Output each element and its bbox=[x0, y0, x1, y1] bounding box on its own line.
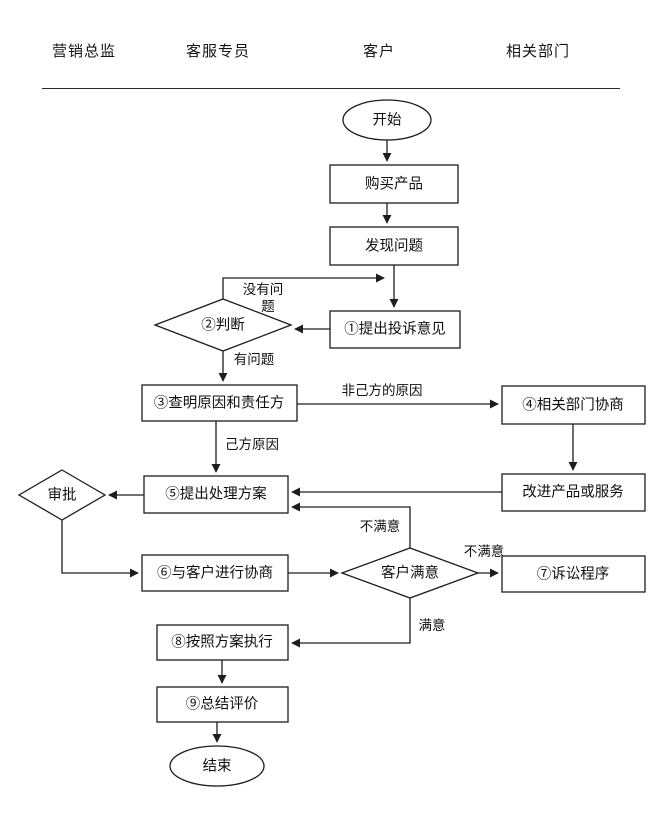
node-submit-complaint[interactable]: ①提出投诉意见 bbox=[329, 310, 461, 349]
node-submit-complaint-shape[interactable] bbox=[329, 310, 461, 349]
edge-label-our-fault: 己方原因 bbox=[225, 437, 279, 452]
node-propose-plan[interactable]: ⑤提出处理方案 bbox=[143, 475, 289, 514]
edge-label-satisfied: 满意 bbox=[419, 617, 446, 633]
node-execute-plan[interactable]: ⑧按照方案执行 bbox=[156, 624, 289, 661]
edge-label-has-problem: 有问题 bbox=[234, 352, 275, 367]
edge-unsatisfied-back-to-plan bbox=[291, 502, 411, 548]
node-approval-decision-label: 审批 bbox=[48, 486, 77, 503]
node-summary-evaluation-label: ⑨总结评价 bbox=[186, 695, 259, 712]
node-dept-negotiate[interactable]: ④相关部门协商 bbox=[501, 385, 646, 425]
node-submit-complaint-label: ①提出投诉意见 bbox=[344, 319, 446, 337]
node-buy-product-label: 购买产品 bbox=[365, 175, 423, 192]
node-end-label: 结束 bbox=[203, 757, 232, 774]
node-start-shape[interactable] bbox=[342, 99, 432, 141]
lane-label-service-specialist: 客服专员 bbox=[186, 44, 251, 60]
node-summary-evaluation-shape[interactable] bbox=[156, 686, 289, 723]
node-negotiate-customer-shape[interactable] bbox=[141, 554, 289, 592]
node-approval-decision[interactable]: 审批 bbox=[17, 469, 107, 521]
lane-label-customer: 客户 bbox=[363, 44, 396, 60]
node-customer-satisfaction-label: 客户满意 bbox=[381, 563, 439, 581]
node-buy-product[interactable]: 购买产品 bbox=[329, 164, 459, 204]
node-negotiate-customer[interactable]: ⑥与客户进行协商 bbox=[141, 554, 289, 592]
node-start-label: 开始 bbox=[373, 111, 402, 128]
lane-label-marketing-director: 营销总监 bbox=[52, 44, 117, 60]
edge-label-not-our-fault: 非己方的原因 bbox=[342, 383, 423, 398]
node-judge-decision-shape[interactable] bbox=[153, 298, 293, 352]
node-dept-negotiate-label: ④相关部门协商 bbox=[522, 396, 624, 413]
node-buy-product-shape[interactable] bbox=[329, 164, 459, 204]
node-investigate-cause-shape[interactable] bbox=[141, 384, 298, 422]
node-litigation-shape[interactable] bbox=[501, 555, 646, 593]
node-improve-product-shape[interactable] bbox=[501, 473, 646, 512]
node-judge-decision-label: ②判断 bbox=[201, 316, 245, 333]
node-investigate-cause-label: ③查明原因和责任方 bbox=[154, 394, 285, 411]
node-discover-issue[interactable]: 发现问题 bbox=[329, 226, 459, 266]
node-discover-issue-label: 发现问题 bbox=[365, 237, 423, 254]
node-investigate-cause[interactable]: ③查明原因和责任方 bbox=[141, 384, 298, 422]
edge-satisfied-to-execute bbox=[291, 598, 411, 648]
node-start[interactable]: 开始 bbox=[342, 99, 432, 141]
node-negotiate-customer-label: ⑥与客户进行协商 bbox=[157, 564, 273, 581]
edge-label-unsatisfied-up: 不满意 bbox=[360, 518, 401, 534]
node-improve-product-label: 改进产品或服务 bbox=[522, 483, 624, 500]
node-summary-evaluation[interactable]: ⑨总结评价 bbox=[156, 686, 289, 723]
node-execute-plan-shape[interactable] bbox=[156, 624, 289, 661]
node-dept-negotiate-shape[interactable] bbox=[501, 385, 646, 425]
node-end[interactable]: 结束 bbox=[169, 745, 265, 787]
node-customer-satisfaction-shape[interactable] bbox=[340, 547, 480, 599]
node-propose-plan-shape[interactable] bbox=[143, 475, 289, 514]
node-discover-issue-shape[interactable] bbox=[329, 226, 459, 266]
node-litigation[interactable]: ⑦诉讼程序 bbox=[501, 555, 646, 593]
node-customer-satisfaction-decision[interactable]: 客户满意 bbox=[340, 547, 480, 599]
node-approval-decision-shape[interactable] bbox=[17, 469, 107, 521]
edge-label-layer: 没有问 题 有问题 非己方的原因 己方原因 不满意 不满意 满意 bbox=[225, 282, 504, 633]
header-divider bbox=[42, 88, 620, 89]
swimlane-header-row: 营销总监 客服专员 客户 相关部门 bbox=[0, 42, 660, 72]
node-improve-product[interactable]: 改进产品或服务 bbox=[501, 473, 646, 512]
edge-label-no-problem-line1: 没有问 bbox=[243, 282, 284, 297]
edge-label-unsatisfied-right: 不满意 bbox=[464, 543, 505, 559]
node-propose-plan-label: ⑤提出处理方案 bbox=[165, 484, 267, 502]
edge-judge-no-problem-to-issue bbox=[222, 273, 385, 299]
edge-approval-to-customer-negotiate bbox=[61, 520, 139, 578]
lane-label-related-departments: 相关部门 bbox=[506, 44, 571, 60]
node-execute-plan-label: ⑧按照方案执行 bbox=[171, 632, 273, 650]
edge-label-no-problem-line2: 题 bbox=[261, 299, 275, 314]
edge-layer bbox=[61, 140, 578, 743]
node-judge-decision[interactable]: ②判断 bbox=[153, 298, 293, 352]
node-end-shape[interactable] bbox=[169, 745, 265, 787]
node-litigation-label: ⑦诉讼程序 bbox=[537, 565, 610, 582]
